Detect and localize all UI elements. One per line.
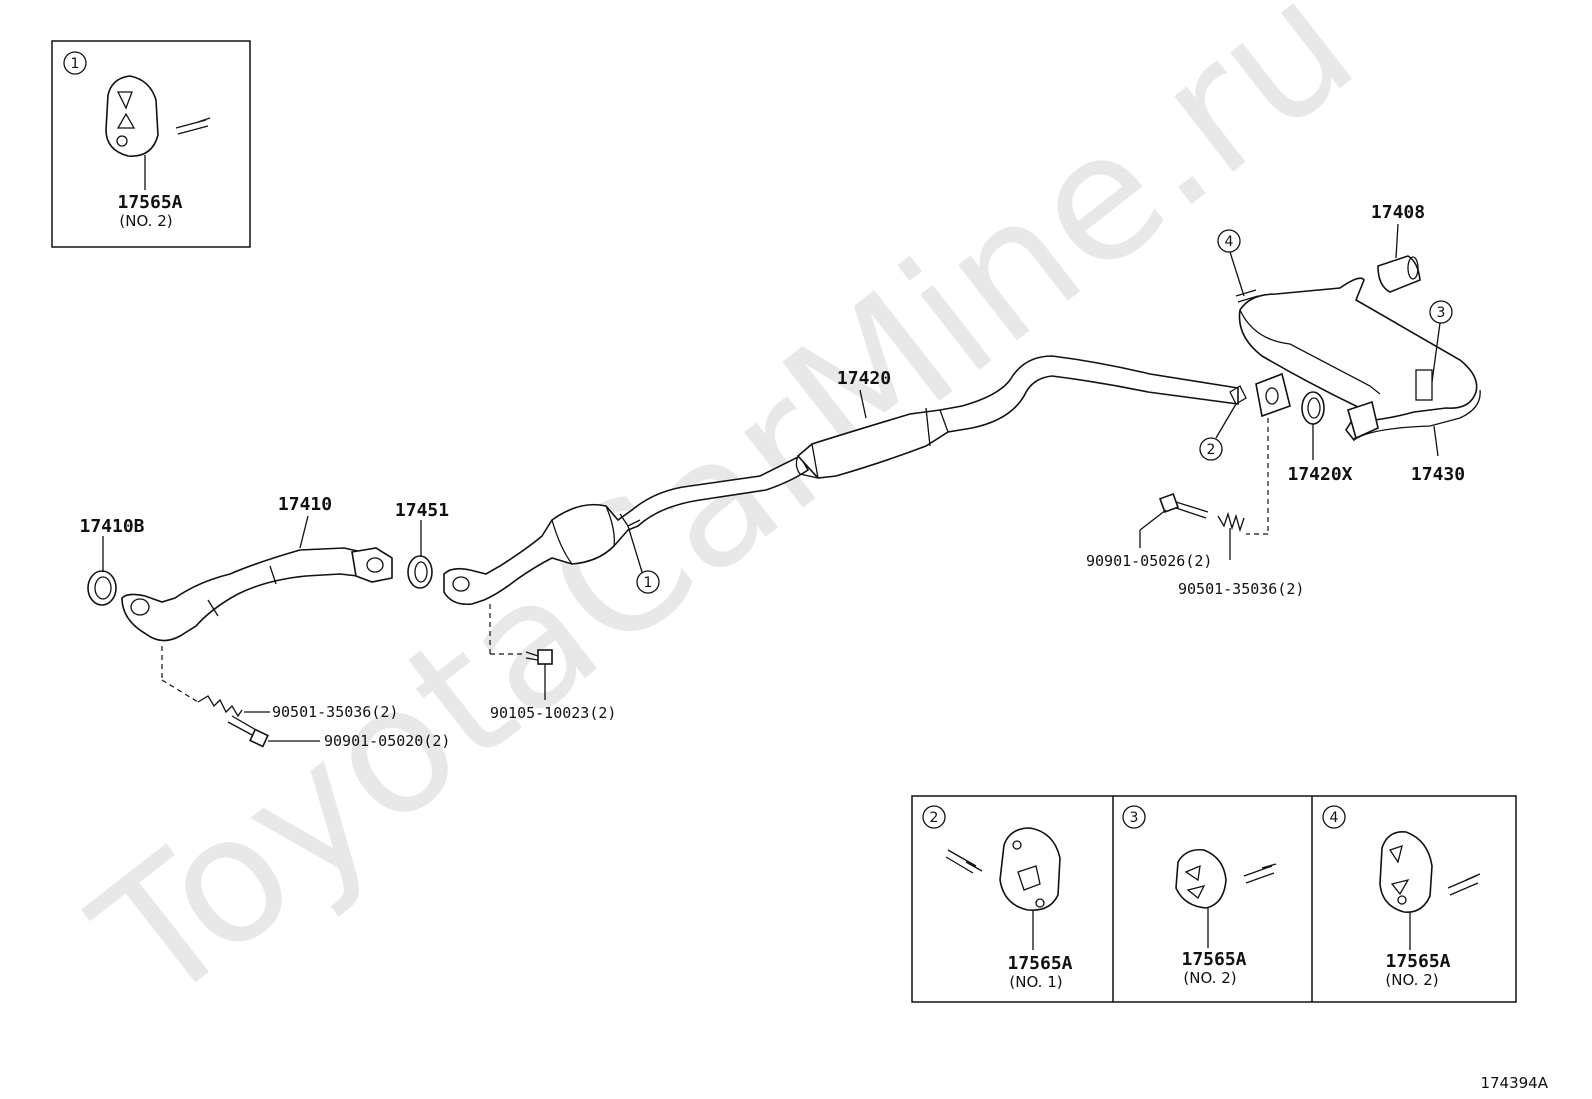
inset-1-part-sub: (NO. 2) <box>119 212 172 230</box>
hanger-rubber-icon <box>999 827 1061 912</box>
callout-1-number: 1 <box>644 575 653 591</box>
gasket-17420x <box>1301 391 1325 425</box>
bolt-icon <box>227 715 269 748</box>
inset-3-callout-number: 3 <box>1130 810 1139 826</box>
insets-bottom-frame <box>911 795 1517 1003</box>
inset-3: 3 17565A (NO. 2) <box>1122 805 1277 987</box>
bolt-icon <box>1159 493 1209 519</box>
inset-1-callout-number: 1 <box>71 56 80 72</box>
callout-4-circle <box>1217 229 1241 253</box>
callout-2-circle <box>1199 437 1223 461</box>
inset-1-part-number: 17565A <box>117 192 182 213</box>
inset-2: 2 17565A (NO. 1) <box>922 805 1073 991</box>
callout-3-number: 3 <box>1437 305 1446 321</box>
inset-1: 1 17565A (NO. 2) <box>51 40 251 248</box>
callout-3-circle <box>1429 300 1453 324</box>
figure-id: 174394A <box>1480 1074 1548 1092</box>
inset-2-part-number: 17565A <box>1007 953 1072 974</box>
gasket-17410b <box>87 570 117 606</box>
part-17408-label: 17408 <box>1371 202 1425 223</box>
part-17420-label: 17420 <box>837 368 891 389</box>
hanger-rubber-icon <box>1379 831 1433 913</box>
part-17451-label: 17451 <box>395 500 449 521</box>
rod-icon <box>175 117 211 135</box>
tail-muffler-17430 <box>1238 277 1481 442</box>
part-90901-05020-label: 90901-05020(2) <box>324 732 450 750</box>
inset-4-part-sub: (NO. 2) <box>1385 971 1438 989</box>
inset-1-callout-circle <box>63 51 87 75</box>
inset-1-frame <box>51 40 251 248</box>
inset-4: 4 17565A (NO. 2) <box>1322 805 1481 989</box>
rod-icon <box>1447 873 1481 896</box>
part-17420x-label: 17420X <box>1287 464 1352 485</box>
rod-icon <box>945 849 983 874</box>
bolt-icon <box>525 649 553 665</box>
insets-bottom: 2 17565A (NO. 1) 3 17565A (NO. 2) <box>911 795 1517 1003</box>
bolt-icon <box>197 695 243 718</box>
callout-2-number: 2 <box>1207 442 1216 458</box>
center-pipe-17420 <box>795 355 1239 479</box>
callout-1-circle <box>636 570 660 594</box>
part-90501-right-label: 90501-35036(2) <box>1178 580 1304 598</box>
front-pipe-17410 <box>121 547 393 642</box>
hanger-rubber-icon <box>105 75 159 157</box>
callout-4-number: 4 <box>1225 234 1234 250</box>
inset-4-part-number: 17565A <box>1385 951 1450 972</box>
inset-4-callout-number: 4 <box>1330 810 1339 826</box>
part-17410-label: 17410 <box>278 494 332 515</box>
part-17410b-label: 17410B <box>79 516 144 537</box>
flange <box>1255 372 1291 418</box>
part-17430-label: 17430 <box>1411 464 1465 485</box>
part-90901-05026-label: 90901-05026(2) <box>1086 552 1212 570</box>
bolt-icon <box>1217 511 1245 533</box>
tail-tip-17408 <box>1377 255 1421 293</box>
part-90501-left-label: 90501-35036(2) <box>272 703 398 721</box>
inset-3-part-sub: (NO. 2) <box>1183 969 1236 987</box>
rod-icon <box>1243 863 1277 884</box>
gasket-17451 <box>407 555 433 589</box>
inset-2-part-sub: (NO. 1) <box>1009 973 1062 991</box>
part-90105-label: 90105-10023(2) <box>490 704 616 722</box>
hanger-rubber-icon <box>1175 848 1227 909</box>
inset-3-part-number: 17565A <box>1181 949 1246 970</box>
inset-2-callout-number: 2 <box>930 810 939 826</box>
